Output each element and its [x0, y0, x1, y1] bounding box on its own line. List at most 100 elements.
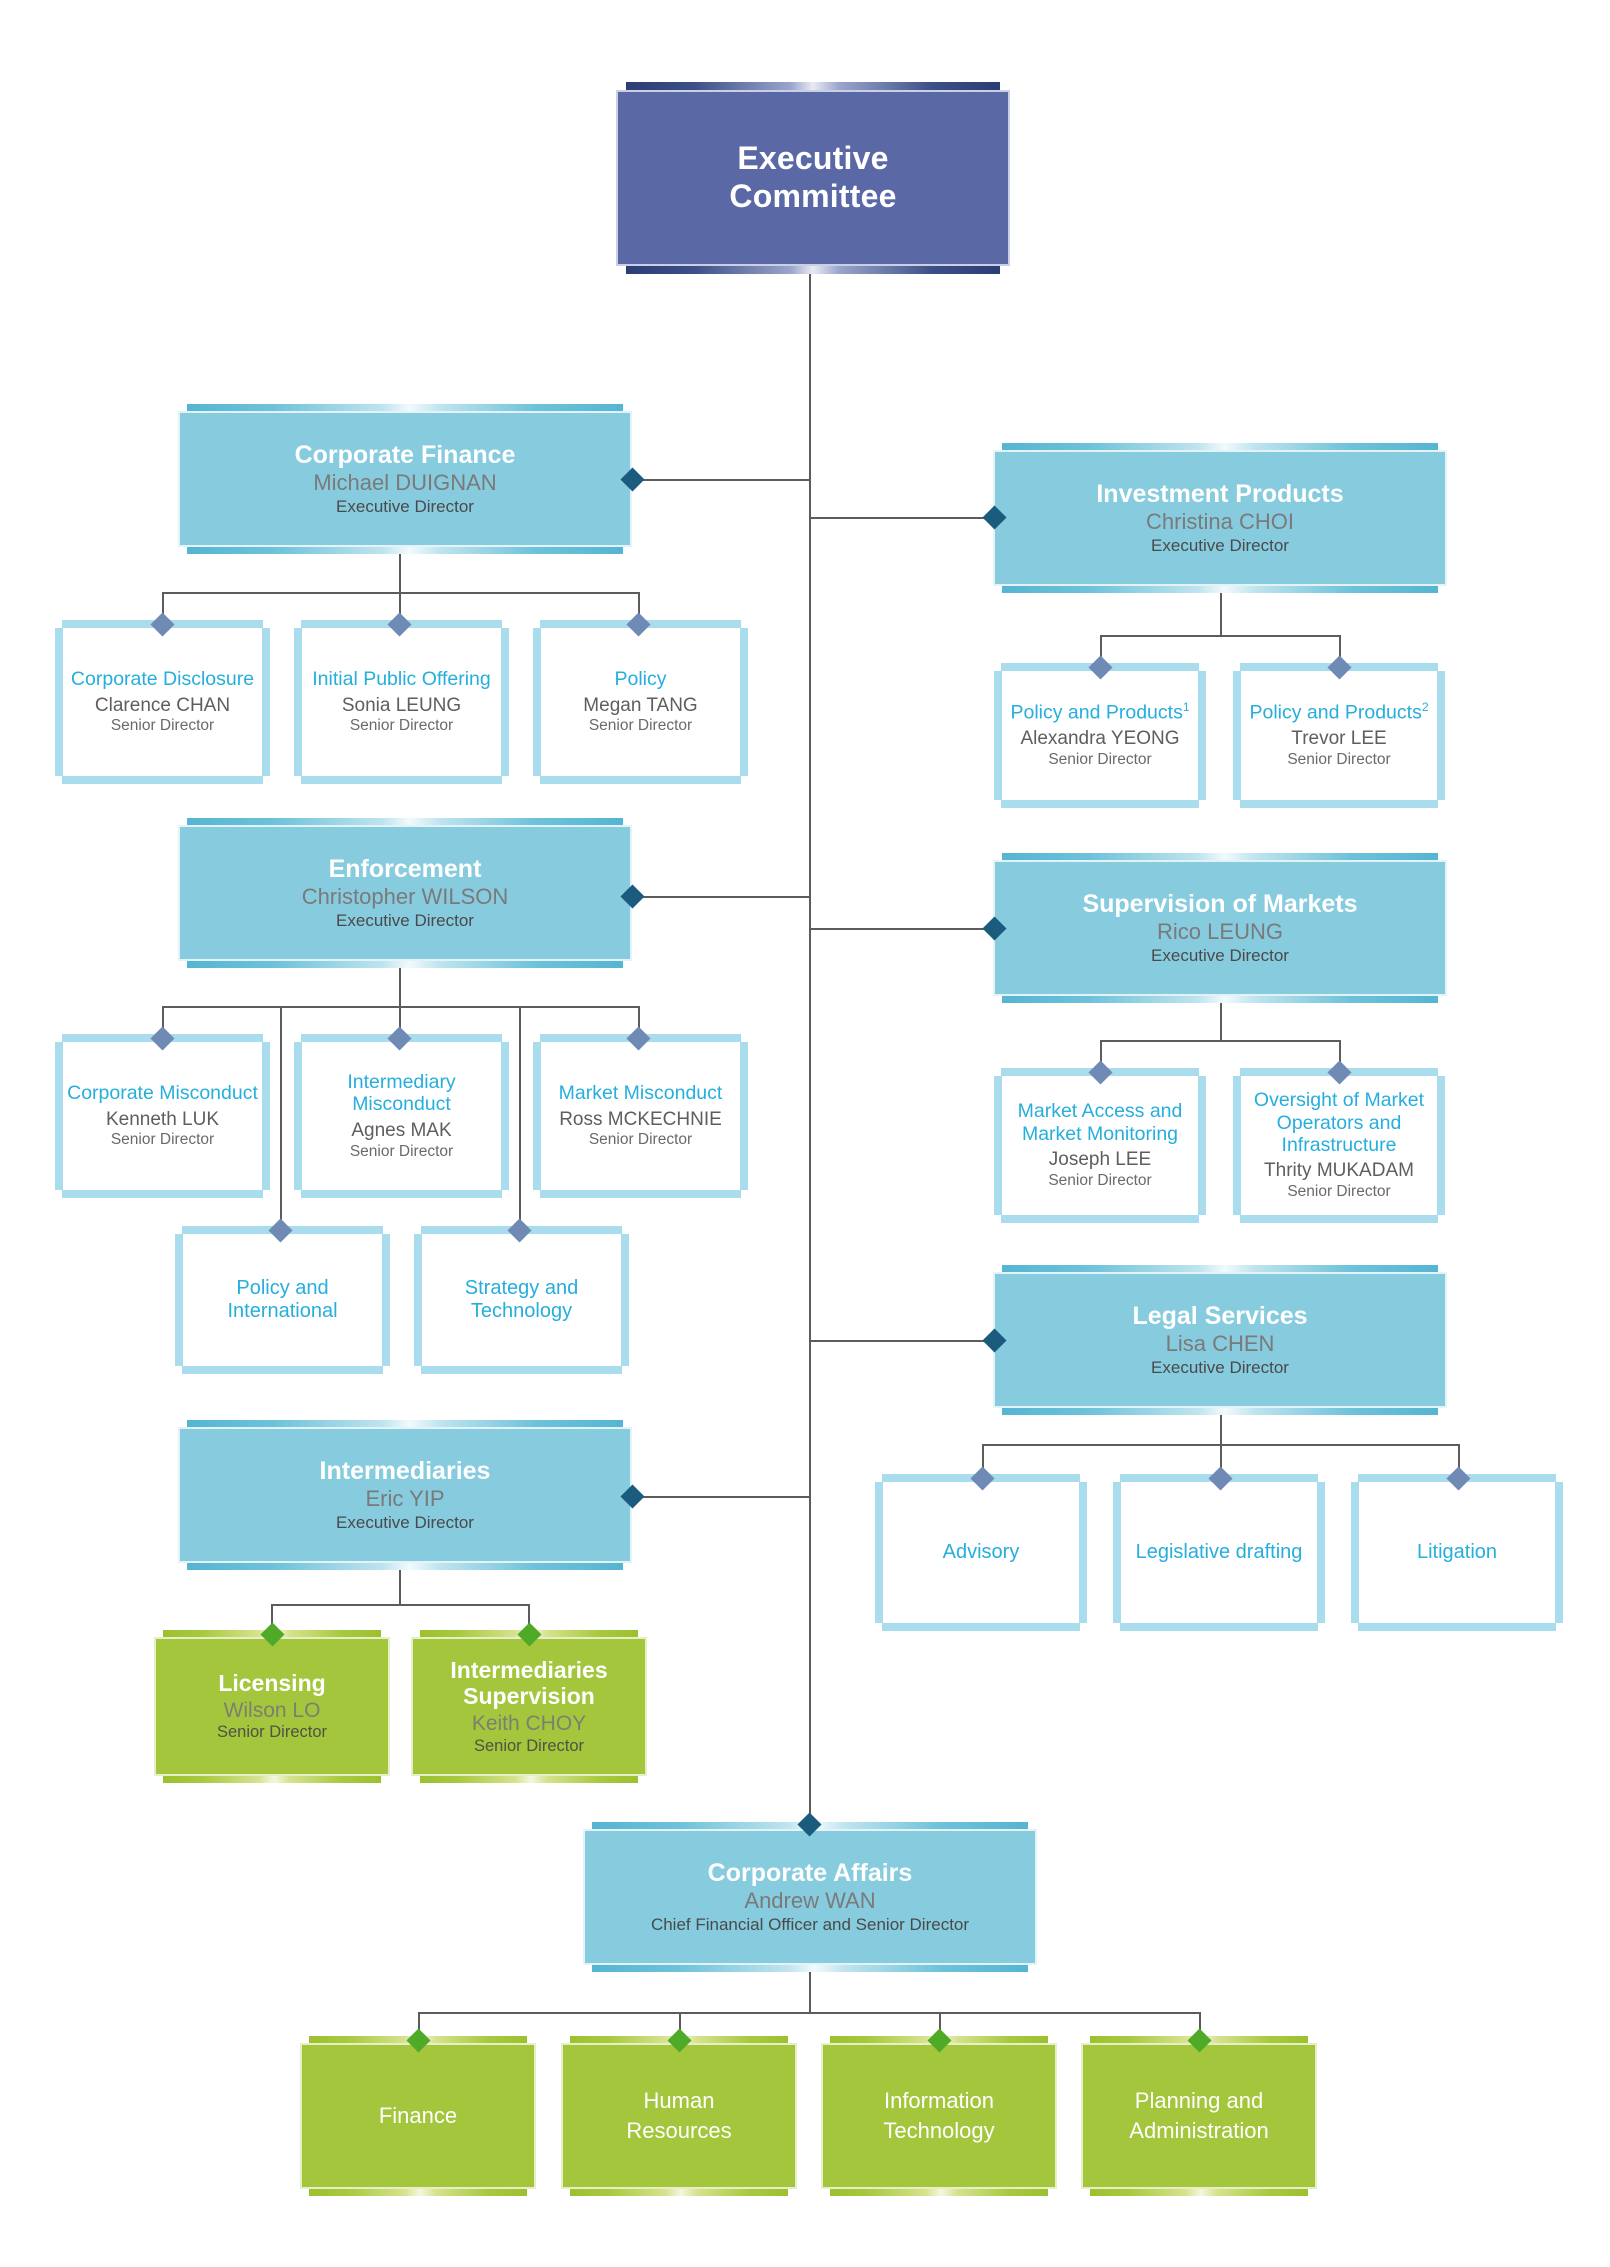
- in-top-band: [187, 1420, 623, 1431]
- node-advisory[interactable]: Advisory: [875, 1474, 1087, 1631]
- ip-stem: [1220, 589, 1222, 635]
- cm-frame-right: [260, 1042, 270, 1190]
- cm-body: Corporate Misconduct Kenneth LUK Senior …: [63, 1042, 262, 1190]
- ip-role: Executive Director: [1151, 535, 1289, 555]
- node-executive-committee[interactable]: Executive Committee: [616, 82, 1010, 274]
- pp1-body: Policy and Products1 Alexandra YEONG Sen…: [1002, 671, 1198, 800]
- omo-frame-bottom: [1240, 1213, 1438, 1223]
- pp2-frame-bottom: [1240, 798, 1438, 808]
- node-policy-and-international[interactable]: Policy and International: [175, 1226, 390, 1374]
- ca-drop-2: [679, 2012, 681, 2040]
- fin-title-line1: Finance: [378, 2103, 458, 2129]
- ipo-name: Sonia LEUNG: [341, 694, 462, 716]
- node-market-access-and-market-monitoring[interactable]: Market Access and Market Monitoring Jose…: [994, 1068, 1206, 1223]
- pp2-superscript: 2: [1421, 700, 1429, 715]
- hr-title-line2: Resources: [626, 2118, 732, 2143]
- sm-drop-2: [1339, 1040, 1341, 1072]
- node-oversight-of-market-operators[interactable]: Oversight of Market Operators and Infras…: [1233, 1068, 1445, 1223]
- cd-body: Corporate Disclosure Clarence CHAN Senio…: [63, 628, 262, 776]
- pi-frame-right: [380, 1234, 390, 1366]
- is-title-line2: Supervision: [463, 1683, 595, 1709]
- cf-title: Corporate Finance: [294, 440, 516, 469]
- ef2-drop-right: [519, 1006, 521, 1226]
- node-policy-and-products-2[interactable]: Policy and Products2 Trevor LEE Senior D…: [1233, 663, 1445, 808]
- sm-stem: [1220, 996, 1222, 1040]
- pi-frame-left: [175, 1234, 185, 1366]
- lit-frame-bottom: [1358, 1621, 1556, 1631]
- node-intermediary-misconduct[interactable]: Intermediary Misconduct Agnes MAK Senior…: [294, 1034, 509, 1198]
- node-planning-and-administration[interactable]: Planning and Administration: [1081, 2036, 1317, 2196]
- mm-name: Ross MCKECHNIE: [559, 1108, 722, 1130]
- pp2-name: Trevor LEE: [1291, 728, 1387, 750]
- node-corporate-affairs[interactable]: Corporate Affairs Andrew WAN Chief Finan…: [583, 1822, 1037, 1972]
- cm-title: Corporate Misconduct: [67, 1082, 258, 1105]
- cfp-title: Policy: [614, 668, 667, 691]
- pp2-frame-right: [1435, 671, 1445, 800]
- cm-name: Kenneth LUK: [105, 1108, 220, 1130]
- node-corporate-finance[interactable]: Corporate Finance Michael DUIGNAN Execut…: [178, 404, 632, 554]
- ls-drop-3: [1458, 1444, 1460, 1478]
- node-corporate-disclosure[interactable]: Corporate Disclosure Clarence CHAN Senio…: [55, 620, 270, 784]
- ip-drop-1: [1100, 635, 1102, 667]
- node-enforcement[interactable]: Enforcement Christopher WILSON Executive…: [178, 818, 632, 968]
- exec-body: Executive Committee: [616, 90, 1010, 266]
- hr-title-line1: Human: [643, 2088, 715, 2114]
- cf-drop-2: [399, 592, 401, 624]
- node-information-technology[interactable]: Information Technology: [821, 2036, 1057, 2196]
- node-policy-and-products-1[interactable]: Policy and Products1 Alexandra YEONG Sen…: [994, 663, 1206, 808]
- is-title-line1: Intermediaries: [450, 1656, 608, 1683]
- node-intermediaries-supervision[interactable]: Intermediaries Supervision Keith CHOY Se…: [411, 1630, 647, 1783]
- branch-supervision-of-markets: [809, 928, 986, 930]
- omo-frame-right: [1435, 1076, 1445, 1215]
- node-market-misconduct[interactable]: Market Misconduct Ross MCKECHNIE Senior …: [533, 1034, 748, 1198]
- node-legislative-drafting[interactable]: Legislative drafting: [1113, 1474, 1325, 1631]
- sm-bottom-band: [1002, 992, 1438, 1003]
- it-title-line2: Technology: [883, 2118, 995, 2143]
- node-human-resources[interactable]: Human Resources: [561, 2036, 797, 2196]
- cd-name: Clarence CHAN: [94, 694, 231, 716]
- ip-top-band: [1002, 443, 1438, 454]
- ef-bottom-band: [187, 957, 623, 968]
- node-supervision-of-markets[interactable]: Supervision of Markets Rico LEUNG Execut…: [993, 853, 1447, 1003]
- ls-stem: [1220, 1406, 1222, 1444]
- mm-frame-bottom: [540, 1188, 741, 1198]
- ef-name: Christopher WILSON: [301, 884, 509, 910]
- is-title: Intermediaries Supervision: [450, 1657, 607, 1710]
- ls-role: Executive Director: [1151, 1357, 1289, 1377]
- mm-title: Market Misconduct: [558, 1082, 723, 1105]
- cf-role: Executive Director: [336, 496, 474, 516]
- branch-legal-services: [809, 1340, 986, 1342]
- it-body: Information Technology: [821, 2043, 1057, 2189]
- node-initial-public-offering[interactable]: Initial Public Offering Sonia LEUNG Seni…: [294, 620, 509, 784]
- mam-frame-bottom: [1001, 1213, 1199, 1223]
- pp2-frame-left: [1233, 671, 1243, 800]
- node-intermediaries[interactable]: Intermediaries Eric YIP Executive Direct…: [178, 1420, 632, 1570]
- ls-name: Lisa CHEN: [1165, 1331, 1275, 1357]
- node-finance[interactable]: Finance: [300, 2036, 536, 2196]
- adv-title: Advisory: [942, 1541, 1020, 1563]
- ef-title: Enforcement: [328, 854, 482, 883]
- ld-frame-left: [1113, 1482, 1123, 1623]
- mm-body: Market Misconduct Ross MCKECHNIE Senior …: [541, 1042, 740, 1190]
- mam-frame-left: [994, 1076, 1004, 1215]
- ipo-body: Initial Public Offering Sonia LEUNG Seni…: [302, 628, 501, 776]
- is-name: Keith CHOY: [471, 1712, 587, 1736]
- omo-body: Oversight of Market Operators and Infras…: [1241, 1076, 1437, 1215]
- lic-bottom-band: [163, 1772, 381, 1783]
- cm-frame-bottom: [62, 1188, 263, 1198]
- pi-title: Policy and International: [227, 1277, 338, 1322]
- ca-drop-4: [1199, 2012, 1201, 2040]
- node-investment-products[interactable]: Investment Products Christina CHOI Execu…: [993, 443, 1447, 593]
- im-body: Intermediary Misconduct Agnes MAK Senior…: [302, 1042, 501, 1190]
- node-corporate-misconduct[interactable]: Corporate Misconduct Kenneth LUK Senior …: [55, 1034, 270, 1198]
- node-licensing[interactable]: Licensing Wilson LO Senior Director: [154, 1630, 390, 1783]
- node-litigation[interactable]: Litigation: [1351, 1474, 1563, 1631]
- omo-frame-left: [1233, 1076, 1243, 1215]
- pp1-frame-bottom: [1001, 798, 1199, 808]
- node-legal-services[interactable]: Legal Services Lisa CHEN Executive Direc…: [993, 1265, 1447, 1415]
- node-cf-policy[interactable]: Policy Megan TANG Senior Director: [533, 620, 748, 784]
- mam-body: Market Access and Market Monitoring Jose…: [1002, 1076, 1198, 1215]
- node-strategy-and-technology[interactable]: Strategy and Technology: [414, 1226, 629, 1374]
- cd-frame-bottom: [62, 774, 263, 784]
- sm-title: Supervision of Markets: [1082, 889, 1358, 918]
